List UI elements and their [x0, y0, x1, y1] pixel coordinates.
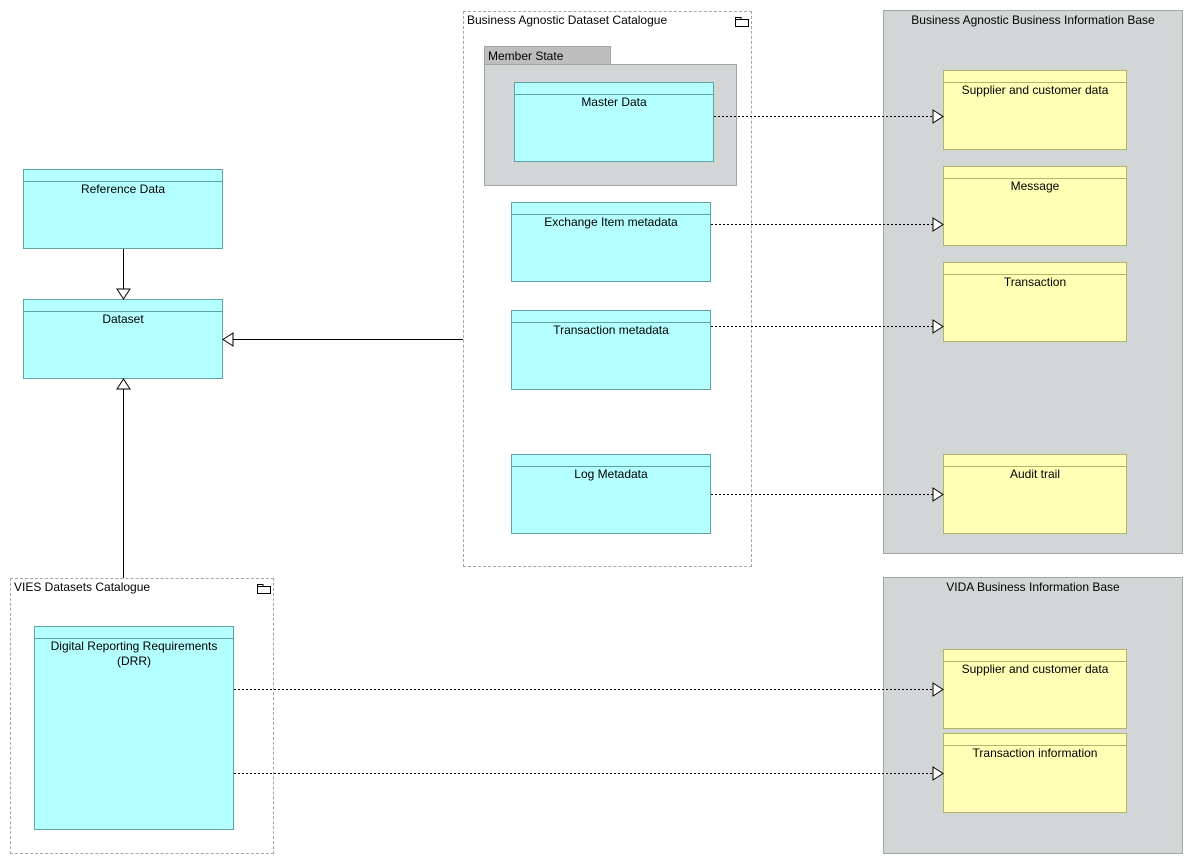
- object-label: Log Metadata: [574, 467, 648, 481]
- group-title: Business Agnostic Dataset Catalogue: [467, 13, 668, 27]
- realization-edge[interactable]: [234, 682, 944, 697]
- specialization-edge[interactable]: [116, 378, 131, 578]
- location-title: Member State: [488, 49, 564, 63]
- object-label-line-1: Digital Reporting Requirements: [50, 639, 218, 653]
- location-member-state-tab[interactable]: Member State: [484, 46, 611, 65]
- object-label: Transaction metadata: [553, 323, 669, 337]
- business-object-transaction[interactable]: Transaction: [943, 262, 1127, 342]
- group-title: VIES Datasets Catalogue: [14, 580, 151, 594]
- data-object-digital-reporting-requirements[interactable]: Digital Reporting Requirements (DRR): [34, 626, 234, 830]
- business-object-supplier-customer-data[interactable]: Supplier and customer data: [943, 70, 1127, 150]
- realization-edge[interactable]: [234, 766, 944, 781]
- object-label: Master Data: [581, 95, 647, 109]
- data-object-dataset[interactable]: Dataset: [23, 299, 223, 379]
- specialization-edge[interactable]: [222, 332, 463, 347]
- folder-icon: [257, 584, 271, 594]
- specialization-edge[interactable]: [116, 249, 131, 300]
- object-label: Dataset: [102, 312, 144, 326]
- grouping-title: VIDA Business Information Base: [946, 580, 1120, 594]
- data-object-log-metadata[interactable]: Log Metadata: [511, 454, 711, 534]
- data-object-transaction-metadata[interactable]: Transaction metadata: [511, 310, 711, 390]
- object-label: Exchange Item metadata: [544, 215, 678, 229]
- object-label: Transaction information: [972, 746, 1098, 760]
- business-object-audit-trail[interactable]: Audit trail: [943, 454, 1127, 534]
- object-label: Reference Data: [80, 182, 166, 196]
- grouping-title: Business Agnostic Business Information B…: [911, 13, 1155, 27]
- folder-icon: [735, 17, 749, 27]
- business-object-message[interactable]: Message: [943, 166, 1127, 246]
- object-label: Supplier and customer data: [961, 662, 1109, 676]
- data-object-reference-data[interactable]: Reference Data: [23, 169, 223, 249]
- data-object-exchange-item-metadata[interactable]: Exchange Item metadata: [511, 202, 711, 282]
- business-object-supplier-customer-data-vida[interactable]: Supplier and customer data: [943, 649, 1127, 729]
- business-object-transaction-information[interactable]: Transaction information: [943, 733, 1127, 813]
- object-label-line-2: (DRR): [117, 654, 151, 668]
- object-label: Message: [1010, 179, 1060, 193]
- object-label: Transaction: [1003, 275, 1067, 289]
- data-object-master-data[interactable]: Master Data: [514, 82, 714, 162]
- object-label: Audit trail: [1009, 467, 1061, 481]
- object-label: Digital Reporting Requirements (DRR): [37, 639, 231, 669]
- object-label: Supplier and customer data: [961, 83, 1109, 97]
